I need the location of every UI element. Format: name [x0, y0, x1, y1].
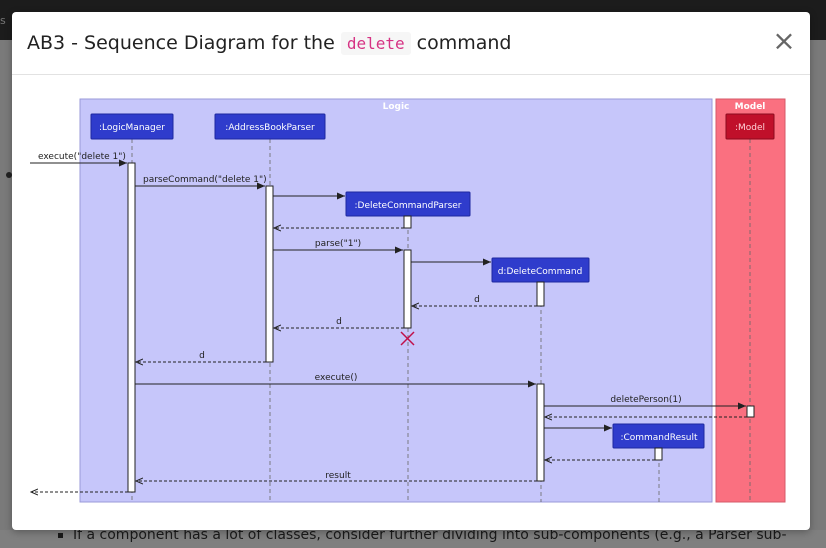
activation-parser-create [403, 215, 412, 229]
activation-model [746, 405, 755, 418]
label-execute-delete: execute("delete 1") [38, 152, 126, 162]
participant-model [725, 113, 775, 140]
participant-logic-manager [90, 113, 174, 140]
sequence-diagram: Logic Model :LogicManager :AddressBookPa… [30, 98, 786, 503]
participant-delete-command-parser-label: :DeleteCommandParser [354, 201, 461, 211]
modal-header: AB3 - Sequence Diagram for the delete co… [12, 12, 810, 75]
call-arrows [30, 159, 746, 432]
label-parse: parse("1") [315, 239, 361, 249]
label-delete-person: deletePerson(1) [610, 395, 681, 405]
activation-address-book-parser [265, 185, 274, 363]
participant-delete-command-label: d:DeleteCommand [498, 267, 583, 277]
label-return-d-command: d [474, 295, 480, 305]
logic-group [79, 98, 713, 503]
participant-command-result-label: :CommandResult [620, 433, 698, 443]
label-return-d-parse: d [336, 317, 342, 327]
participant-model-label: :Model [735, 123, 765, 133]
logic-group-label: Logic [383, 102, 410, 112]
label-return-d-parse-command: d [199, 351, 205, 361]
activation-command-create [536, 281, 545, 307]
label-result: result [325, 471, 351, 481]
backdrop-list-item: If a component has a lot of classes, con… [58, 527, 787, 543]
participant-address-book-parser [214, 113, 326, 140]
return-arrows [31, 228, 747, 492]
destroy-x-icon [400, 331, 415, 346]
label-parse-command: parseCommand("delete 1") [143, 175, 267, 185]
backdrop-list-text: If a component has a lot of classes, con… [73, 527, 787, 543]
modal-title-prefix: AB3 - Sequence Diagram for the [27, 32, 341, 54]
diagram-modal: AB3 - Sequence Diagram for the delete co… [12, 12, 810, 530]
activation-bars [127, 162, 755, 493]
activation-command-result [654, 447, 663, 461]
close-icon[interactable]: × [772, 24, 796, 57]
activation-parser-parse [403, 249, 412, 329]
modal-title-code: delete [340, 32, 411, 55]
participant-address-book-parser-label: :AddressBookParser [225, 123, 315, 133]
backdrop-bottom [0, 530, 826, 548]
activation-logic-manager [127, 162, 136, 493]
label-execute: execute() [315, 373, 358, 383]
backdrop-text: s [0, 14, 6, 27]
participant-logic-manager-label: :LogicManager [99, 123, 165, 133]
modal-title: AB3 - Sequence Diagram for the delete co… [27, 32, 512, 55]
model-group [715, 98, 786, 503]
modal-title-suffix: command [410, 32, 512, 54]
model-group-label: Model [735, 102, 766, 112]
bullet-square-icon [58, 532, 63, 538]
backdrop-bullet [6, 172, 12, 178]
activation-command-execute [536, 383, 545, 482]
